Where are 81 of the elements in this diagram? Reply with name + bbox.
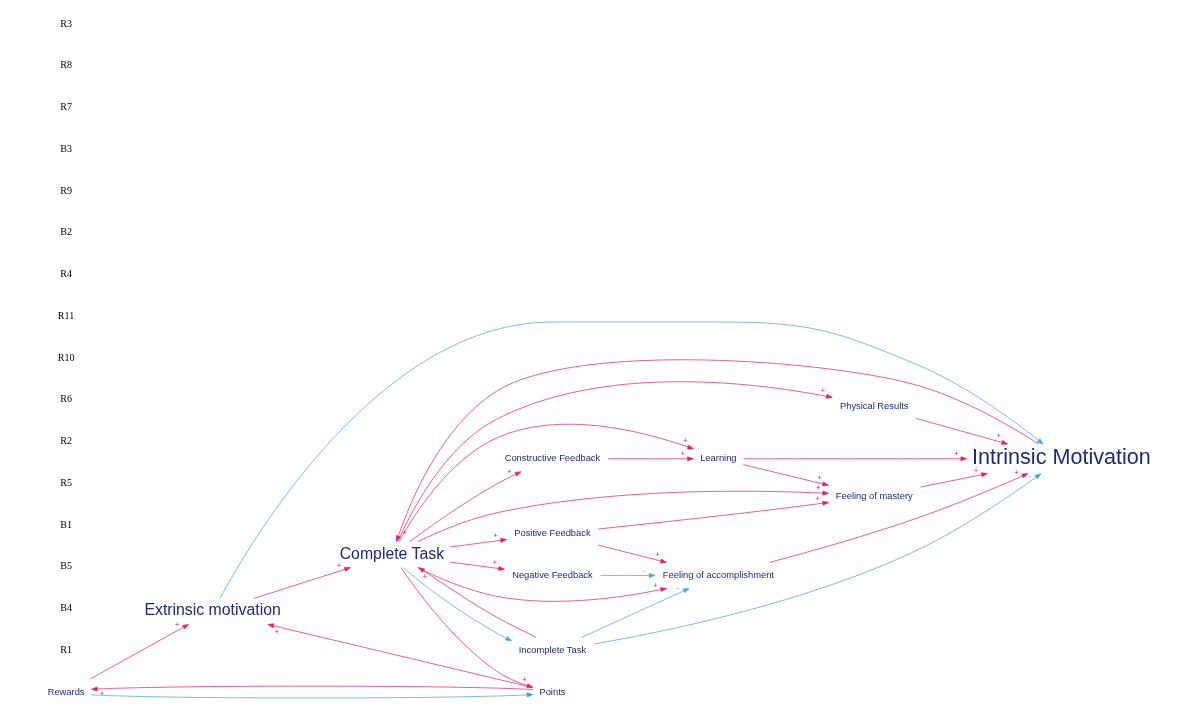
label: B2 <box>59 226 72 238</box>
edge-label: + <box>174 620 179 630</box>
arrow <box>597 500 829 530</box>
node-text: Points <box>538 686 565 697</box>
node-text: Positive Feedback <box>513 528 591 539</box>
edge-label: + <box>401 528 407 538</box>
arrow <box>607 456 694 462</box>
node-text: Feeling of accomplishment <box>662 569 774 580</box>
edge-label: + <box>815 483 821 493</box>
arrow <box>219 321 1043 599</box>
arrow <box>417 567 536 638</box>
label: R6 <box>59 393 72 405</box>
edge-label: + <box>274 626 279 636</box>
node-text: Feeling of mastery <box>835 490 913 501</box>
edge-label: + <box>336 561 341 571</box>
label: R3 <box>59 17 72 29</box>
edge-label: + <box>99 688 104 698</box>
edge-label: + <box>680 448 685 458</box>
arrow <box>395 359 1039 542</box>
label: B1 <box>59 518 72 530</box>
label: R8 <box>59 59 72 71</box>
arrow <box>580 588 689 638</box>
arrow <box>397 381 833 542</box>
arrow <box>449 538 507 548</box>
arrow <box>768 473 1028 563</box>
edge-label: + <box>973 465 978 475</box>
arrow <box>592 473 1041 645</box>
edge-label: + <box>521 674 527 684</box>
edge-label: + <box>682 435 688 445</box>
arrow <box>599 573 655 578</box>
arrow <box>742 464 829 487</box>
edge-label: + <box>421 572 427 582</box>
edge-label: + <box>652 580 658 590</box>
arrow <box>919 472 988 488</box>
edge-label: + <box>506 466 512 476</box>
edge-label: + <box>816 473 822 483</box>
arrow <box>915 418 1008 445</box>
label: R11 <box>57 309 74 321</box>
arrow <box>89 624 189 680</box>
arrow <box>742 456 967 462</box>
arrow <box>402 567 512 642</box>
edge-label: + <box>492 531 498 541</box>
node-text: Rewards <box>47 686 85 697</box>
node-text: Incomplete Task <box>518 644 586 655</box>
edge-label: + <box>820 385 825 395</box>
node-text: Complete Task <box>339 544 444 562</box>
edge-label: + <box>814 494 820 504</box>
arrow <box>253 567 351 599</box>
edge-label: + <box>953 448 959 458</box>
edge-label: + <box>654 550 660 560</box>
arrow <box>400 567 533 688</box>
arrow <box>449 561 505 571</box>
edge-label: + <box>996 431 1001 441</box>
arrow <box>90 685 533 692</box>
node-text: Learning <box>699 453 737 464</box>
arrow <box>398 423 694 542</box>
label: R2 <box>59 435 72 447</box>
label: R4 <box>59 268 72 280</box>
label: R10 <box>57 351 74 363</box>
label: R5 <box>59 476 72 488</box>
node-text: Extrinsic motivation <box>143 601 281 619</box>
arrow <box>267 623 533 688</box>
label: B3 <box>59 142 72 154</box>
label: B5 <box>59 560 72 572</box>
arrow <box>417 490 829 542</box>
arrow <box>416 567 667 602</box>
edge-label: + <box>1013 468 1019 478</box>
label: R9 <box>59 184 72 196</box>
edge-label: + <box>492 558 497 568</box>
arrow <box>90 692 533 699</box>
node-text: Negative Feedback <box>511 569 593 580</box>
node-text: Constructive Feedback <box>504 453 600 464</box>
label: R1 <box>59 643 72 655</box>
arrow <box>409 471 521 542</box>
label: B4 <box>59 602 72 614</box>
label: R7 <box>59 101 72 113</box>
edge-label: - <box>642 565 646 575</box>
node-text: Physical Results <box>839 401 909 412</box>
edge-label: - <box>675 583 679 593</box>
arrow <box>597 544 667 564</box>
edge-label: - <box>1027 470 1031 480</box>
